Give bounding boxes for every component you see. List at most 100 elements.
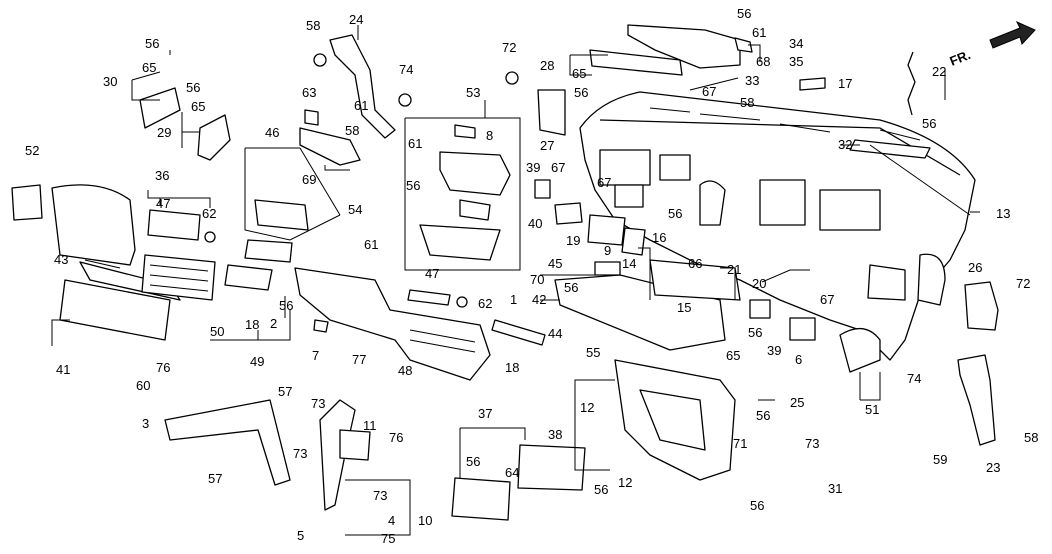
callout-58c: 58 [740, 95, 754, 110]
callout-48: 48 [398, 363, 412, 378]
callout-56e: 56 [737, 6, 751, 21]
callout-58d: 58 [1024, 430, 1038, 445]
callout-50: 50 [210, 324, 224, 339]
callout-44: 44 [548, 326, 562, 341]
callout-67c: 67 [702, 84, 716, 99]
callout-31: 31 [828, 481, 842, 496]
callout-39b: 39 [767, 343, 781, 358]
callout-6: 6 [795, 352, 802, 367]
callout-3: 3 [142, 416, 149, 431]
callout-73a: 73 [311, 396, 325, 411]
callout-58b: 58 [345, 123, 359, 138]
parts-illustrations [11, 24, 999, 521]
callout-18b: 18 [505, 360, 519, 375]
vent-assembly-50 [141, 254, 216, 301]
callout-65a: 65 [142, 60, 156, 75]
bracket-23 [957, 354, 996, 446]
cable-22 [907, 51, 916, 116]
callout-72b: 72 [1016, 276, 1030, 291]
switch-14 [621, 227, 646, 256]
callout-69: 69 [302, 172, 316, 187]
callout-33: 33 [745, 73, 759, 88]
callout-11: 11 [363, 418, 377, 433]
panel-47 [147, 209, 201, 241]
callout-56n: 56 [756, 408, 770, 423]
callout-29: 29 [157, 125, 171, 140]
callout-47b: 47 [425, 266, 439, 281]
callout-20: 20 [752, 276, 766, 291]
callout-73d: 73 [805, 436, 819, 451]
bracket-30 [139, 87, 181, 129]
callout-55: 55 [586, 345, 600, 360]
callout-16: 16 [652, 230, 666, 245]
callout-61a: 61 [354, 98, 368, 113]
callout-2: 2 [270, 316, 277, 331]
callout-66: 66 [688, 256, 702, 271]
callout-25: 25 [790, 395, 804, 410]
callout-32: 32 [838, 137, 852, 152]
callout-68: 68 [756, 54, 770, 69]
callout-7: 7 [312, 348, 319, 363]
vent-52 [11, 184, 43, 221]
callout-labels: 1 2 3 4 5 6 7 8 9 10 11 12 12 13 14 15 1… [25, 6, 1038, 546]
callout-65b: 65 [191, 99, 205, 114]
leader-lines [51, 25, 980, 536]
panel-37-grille [451, 477, 511, 521]
callout-54: 54 [348, 202, 362, 217]
callout-76a: 76 [156, 360, 170, 375]
callout-61c: 61 [364, 237, 378, 252]
callout-12b: 12 [618, 475, 632, 490]
callout-15: 15 [677, 300, 691, 315]
bracket-29 [197, 114, 231, 161]
callout-34: 34 [789, 36, 803, 51]
callout-59: 59 [933, 452, 947, 467]
fastener-58a [313, 53, 327, 67]
callout-51: 51 [865, 402, 879, 417]
callout-72a: 72 [502, 40, 516, 55]
fastener-62a [204, 231, 216, 243]
bracket-24 [329, 34, 396, 139]
callout-52: 52 [25, 143, 39, 158]
strip-47b [407, 289, 451, 306]
callout-41: 41 [56, 362, 70, 377]
instrument-panel-13 [579, 91, 976, 361]
callout-63: 63 [302, 85, 316, 100]
callout-56m: 56 [564, 280, 578, 295]
front-direction-arrow: FR. [948, 20, 1036, 69]
callout-61d: 61 [752, 25, 766, 40]
fastener-72 [505, 71, 519, 85]
callout-27: 27 [540, 138, 554, 153]
callout-56k: 56 [594, 482, 608, 497]
clip-17 [799, 77, 826, 91]
callout-8: 8 [486, 128, 493, 143]
bracket-39a [534, 179, 551, 199]
callout-67b: 67 [597, 175, 611, 190]
callout-56j: 56 [466, 454, 480, 469]
callout-61b: 61 [408, 136, 422, 151]
callout-53: 53 [466, 85, 480, 100]
callout-26: 26 [968, 260, 982, 275]
callout-56l: 56 [750, 498, 764, 513]
callout-73b: 73 [293, 446, 307, 461]
callout-57b: 57 [208, 471, 222, 486]
bracket-40 [554, 202, 583, 225]
callout-56f: 56 [922, 116, 936, 131]
callout-70: 70 [530, 272, 544, 287]
callout-10: 10 [418, 513, 432, 528]
callout-14: 14 [622, 256, 636, 271]
callout-1: 1 [510, 292, 517, 307]
callout-67d: 67 [820, 292, 834, 307]
callout-37: 37 [478, 406, 492, 421]
callout-23: 23 [986, 460, 1000, 475]
callout-65d: 65 [726, 348, 740, 363]
glove-box-group-53 [419, 124, 511, 261]
cluster-bezel-36 [51, 184, 136, 266]
callout-40: 40 [528, 216, 542, 231]
callout-73c: 73 [373, 488, 387, 503]
garnish-34 [627, 24, 741, 69]
callout-5: 5 [297, 528, 304, 543]
bracket-39b [749, 299, 771, 319]
brace-11 [339, 429, 371, 461]
callout-76b: 76 [389, 430, 403, 445]
